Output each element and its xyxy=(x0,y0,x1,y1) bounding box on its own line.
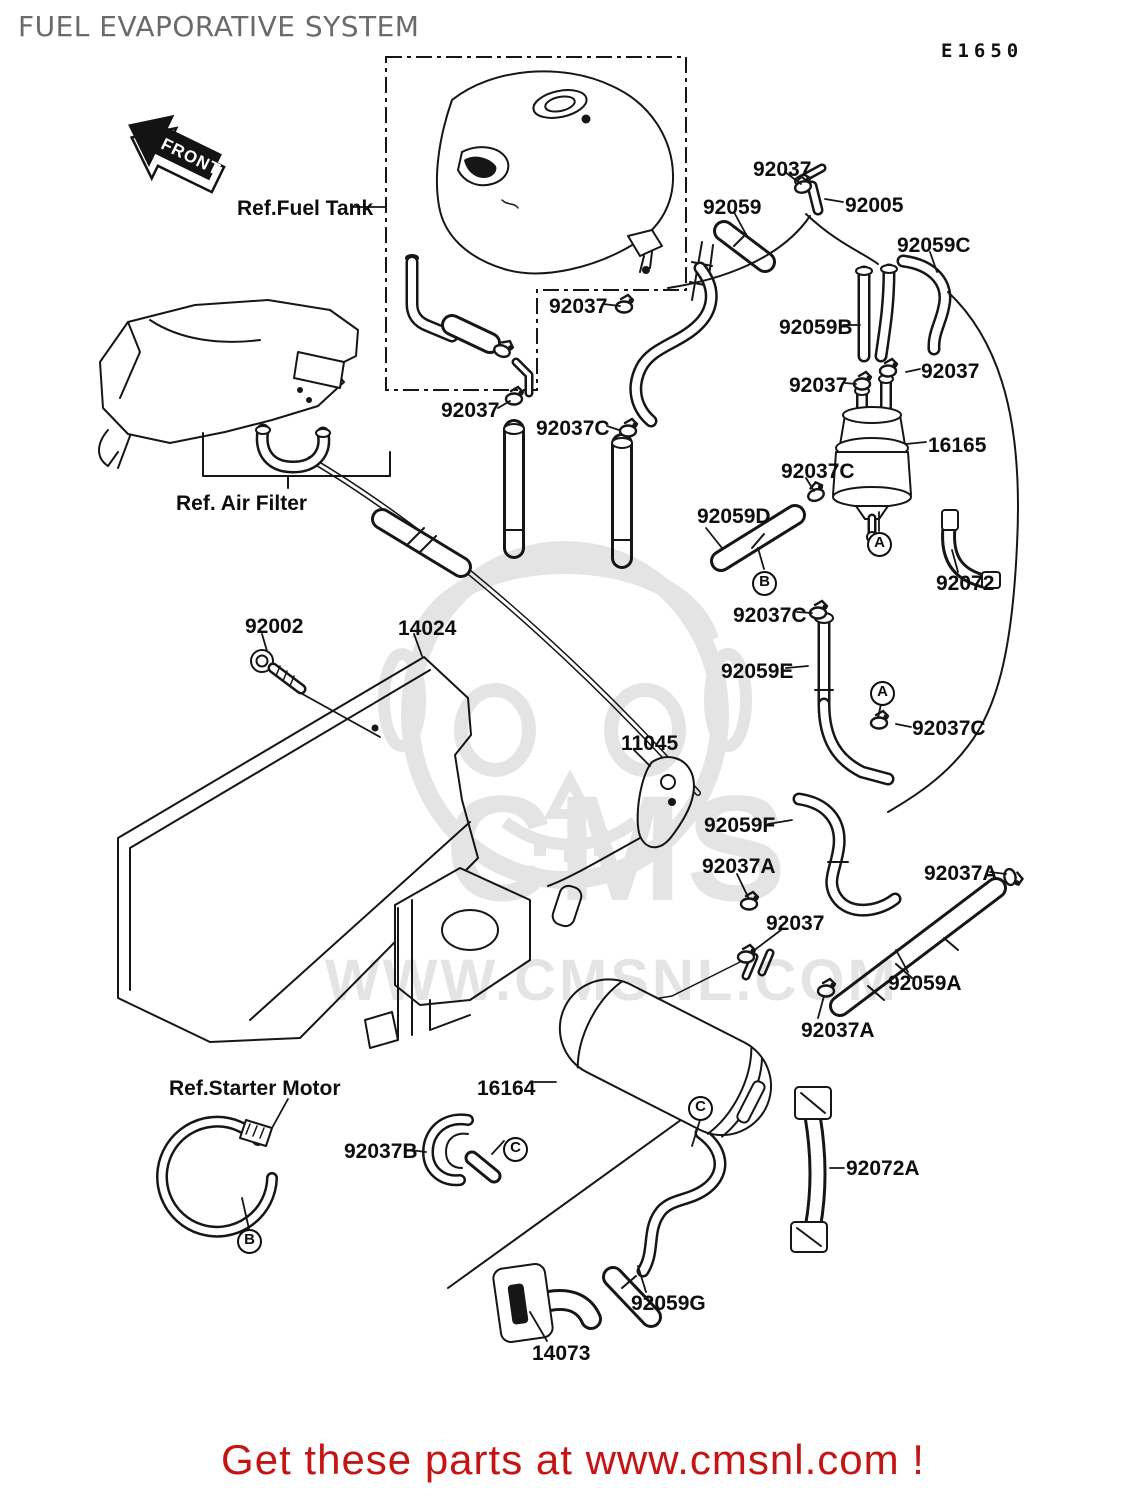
hook-clamp-drawing xyxy=(422,1113,494,1187)
front-arrow: FRONT xyxy=(128,114,226,194)
diagram-code: E1650 xyxy=(941,40,1024,62)
air-filter-drawing xyxy=(98,299,391,489)
ref-label-air-filter: Ref. Air Filter xyxy=(176,492,308,515)
part-label-92059b: 92059B xyxy=(779,316,853,339)
part-label-92037-3: 92037 xyxy=(789,374,848,397)
part-label-92037b: 92037B xyxy=(344,1140,418,1163)
part-label-92059a: 92059A xyxy=(888,972,962,995)
part-label-92005: 92005 xyxy=(845,194,904,217)
part-label-92037-5: 92037 xyxy=(441,399,500,422)
part-label-92037a-2: 92037A xyxy=(924,862,998,885)
leader-lines xyxy=(241,171,1007,1342)
watermark-url-text: WWW.CMSNL.COM xyxy=(325,948,899,1013)
fuel-tank-boundary-box xyxy=(385,56,687,391)
exploded-parts-drawing: FRONT CMS WWW.CMSNL.COM xyxy=(98,56,1025,1343)
footer-banner: Get these parts at www.cmsnl.com ! xyxy=(221,1436,925,1483)
part-label-92059: 92059 xyxy=(703,196,762,219)
part-label-92059f: 92059F xyxy=(704,814,776,837)
part-label-92037-4: 92037 xyxy=(549,295,608,318)
callout-b-2: B xyxy=(237,1229,262,1254)
part-label-92037c-1: 92037C xyxy=(536,417,610,440)
callout-a-2: A xyxy=(870,681,895,706)
canister-drawing xyxy=(558,953,788,1138)
callout-b-1: B xyxy=(752,571,777,596)
part-label-92037c-2: 92037C xyxy=(781,460,855,483)
fuel-tank-drawing xyxy=(405,70,714,301)
part-label-92037a-1: 92037A xyxy=(702,855,776,878)
ref-label-fuel-tank: Ref.Fuel Tank xyxy=(237,197,374,220)
bracket-drawing xyxy=(364,756,695,1049)
part-label-92037c-4: 92037C xyxy=(912,717,986,740)
duct-drawing xyxy=(492,1263,554,1343)
part-label-11045: 11045 xyxy=(621,732,679,755)
part-label-92059c: 92059C xyxy=(897,234,971,257)
part-label-14073: 14073 xyxy=(532,1342,591,1365)
watermark-cms-text: CMS xyxy=(445,764,790,932)
part-label-14024: 14024 xyxy=(398,617,457,640)
callout-c-2: C xyxy=(688,1096,713,1121)
callout-c-1: C xyxy=(503,1137,528,1162)
part-label-92037a-3: 92037A xyxy=(801,1019,875,1042)
part-label-92059g: 92059G xyxy=(631,1292,706,1315)
hoses-and-tubes xyxy=(255,213,1020,1319)
bolt-drawing xyxy=(250,649,301,689)
part-label-92037c-3: 92037C xyxy=(733,604,807,627)
clamp-band-drawing xyxy=(941,509,1001,588)
part-label-92072a: 92072A xyxy=(846,1157,920,1180)
part-label-92037-1: 92037 xyxy=(753,158,812,181)
strap-drawing xyxy=(790,1086,832,1253)
part-label-92059e: 92059E xyxy=(721,660,794,683)
page-title: FUEL EVAPORATIVE SYSTEM xyxy=(18,10,420,43)
ref-label-starter-motor: Ref.Starter Motor xyxy=(169,1077,341,1100)
part-label-16165: 16165 xyxy=(928,434,987,457)
starter-band-drawing xyxy=(162,1120,272,1232)
callout-a-1: A xyxy=(867,532,892,557)
part-label-92072: 92072 xyxy=(936,572,995,595)
fuel-filter-drawing xyxy=(832,374,912,543)
part-label-92037-6: 92037 xyxy=(766,912,825,935)
part-label-16164: 16164 xyxy=(477,1077,536,1100)
part-label-92059d: 92059D xyxy=(697,505,771,528)
part-label-92037-2: 92037 xyxy=(921,360,980,383)
watermark-graphic: CMS WWW.CMSNL.COM xyxy=(325,541,899,1013)
part-label-92002: 92002 xyxy=(245,615,304,638)
